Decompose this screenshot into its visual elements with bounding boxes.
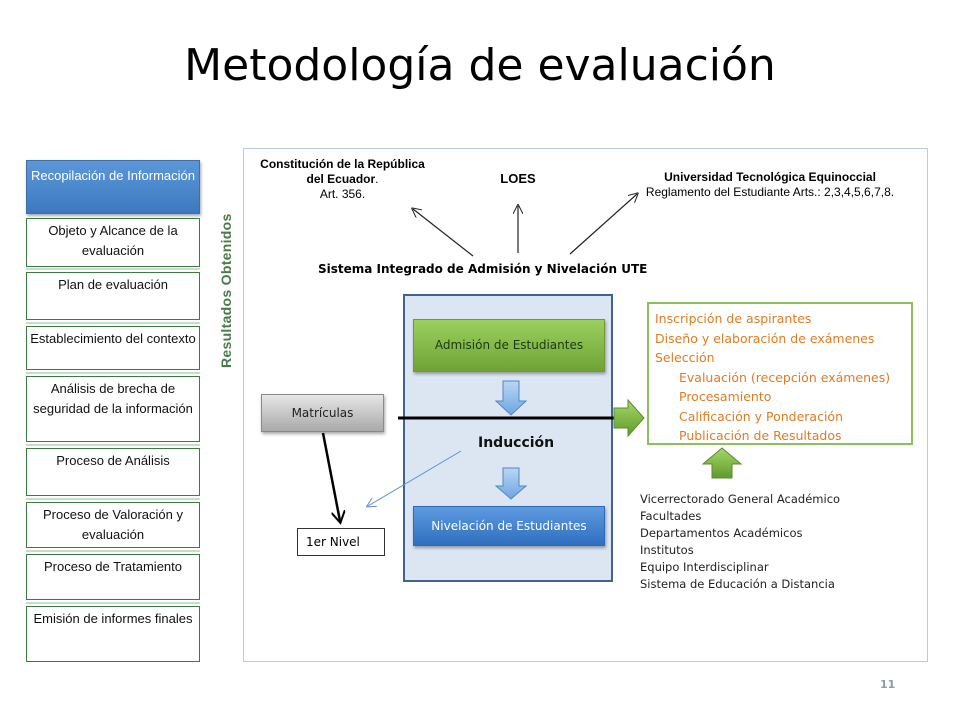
- institution-item: Vicerrectorado General Académico: [640, 492, 841, 506]
- sidebar-item-informes[interactable]: Emisión de informes finales: [26, 606, 200, 662]
- sidebar-divider: [26, 444, 200, 446]
- process-list-item: Procesamiento: [679, 389, 772, 404]
- institution-item: Institutos: [640, 543, 694, 557]
- arrow-ute: [569, 194, 637, 255]
- process-list-item: Publicación de Resultados: [679, 428, 842, 443]
- ute-reference: Universidad Tecnológica Equinoccial Regl…: [645, 170, 895, 200]
- institution-item: Sistema de Educación a Distancia: [640, 577, 835, 591]
- sistema-label: Sistema Integrado de Admisión y Nivelaci…: [318, 262, 648, 276]
- sidebar-item-tratamiento[interactable]: Proceso de Tratamiento: [26, 554, 200, 600]
- process-list-item: Calificación y Ponderación: [679, 408, 844, 424]
- page-number: 11: [880, 678, 896, 691]
- constitucion-article: Art. 356.: [319, 187, 366, 201]
- institution-item: Facultades: [640, 509, 702, 523]
- constitucion-punct: .: [375, 172, 379, 186]
- sidebar-item-objeto-alcance[interactable]: Objeto y Alcance de la evaluación: [26, 218, 200, 267]
- institution-item: Departamentos Académicos: [640, 526, 803, 540]
- down-arrow-nivelacion: [494, 467, 528, 500]
- ute-title: Universidad Tecnológica Equinoccial: [664, 170, 876, 184]
- arrow-induccion-primer-nivel: [368, 450, 462, 506]
- right-arrow-green: [613, 398, 645, 438]
- ute-detail: Reglamento del Estudiante Arts.: 2,3,4,5…: [645, 185, 895, 199]
- arrow-matriculas-primer-nivel: [321, 432, 340, 521]
- process-list-item: Evaluación (recepción exámenes): [679, 369, 891, 385]
- process-list-item: Selección: [655, 350, 715, 365]
- constitucion-title: Constitución de la República del Ecuador: [260, 157, 425, 186]
- process-list-item: Inscripción de aspirantes: [655, 311, 812, 326]
- sidebar-divider: [26, 268, 200, 270]
- sidebar-divider: [26, 372, 200, 374]
- sidebar-item-contexto[interactable]: Establecimiento del contexto: [26, 326, 200, 370]
- sidebar-item-analisis-brecha[interactable]: Análisis de brecha de seguridad de la in…: [26, 376, 200, 442]
- diagram-panel: [243, 148, 928, 662]
- loes-label: LOES: [500, 171, 536, 186]
- up-arrow-green: [701, 447, 743, 479]
- sidebar-divider: [26, 602, 200, 604]
- sidebar-item-recopilacion[interactable]: Recopilación de Información: [26, 160, 200, 214]
- sidebar-divider: [26, 498, 200, 500]
- sidebar-divider: [26, 322, 200, 324]
- sidebar-divider: [26, 550, 200, 552]
- arrow-constitucion: [413, 209, 474, 257]
- process-list-item: Diseño y elaboración de exámenes: [655, 330, 875, 346]
- primer-nivel-box: 1er Nivel: [297, 528, 385, 556]
- matriculas-button[interactable]: Matrículas: [261, 394, 384, 432]
- institution-item: Equipo Interdisciplinar: [640, 560, 769, 574]
- sidebar-item-proceso-analisis[interactable]: Proceso de Análisis: [26, 448, 200, 496]
- induccion-label: Inducción: [478, 435, 555, 451]
- admision-button[interactable]: Admisión de Estudiantes: [413, 319, 605, 372]
- nivelacion-button[interactable]: Nivelación de Estudiantes: [413, 506, 605, 546]
- sidebar-item-valoracion[interactable]: Proceso de Valoración y evaluación: [26, 502, 200, 548]
- down-arrow-admision: [494, 380, 528, 416]
- constitucion-reference: Constitución de la República del Ecuador…: [255, 157, 430, 202]
- page-title: Metodología de evaluación: [184, 40, 776, 91]
- sidebar-item-plan[interactable]: Plan de evaluación: [26, 272, 200, 320]
